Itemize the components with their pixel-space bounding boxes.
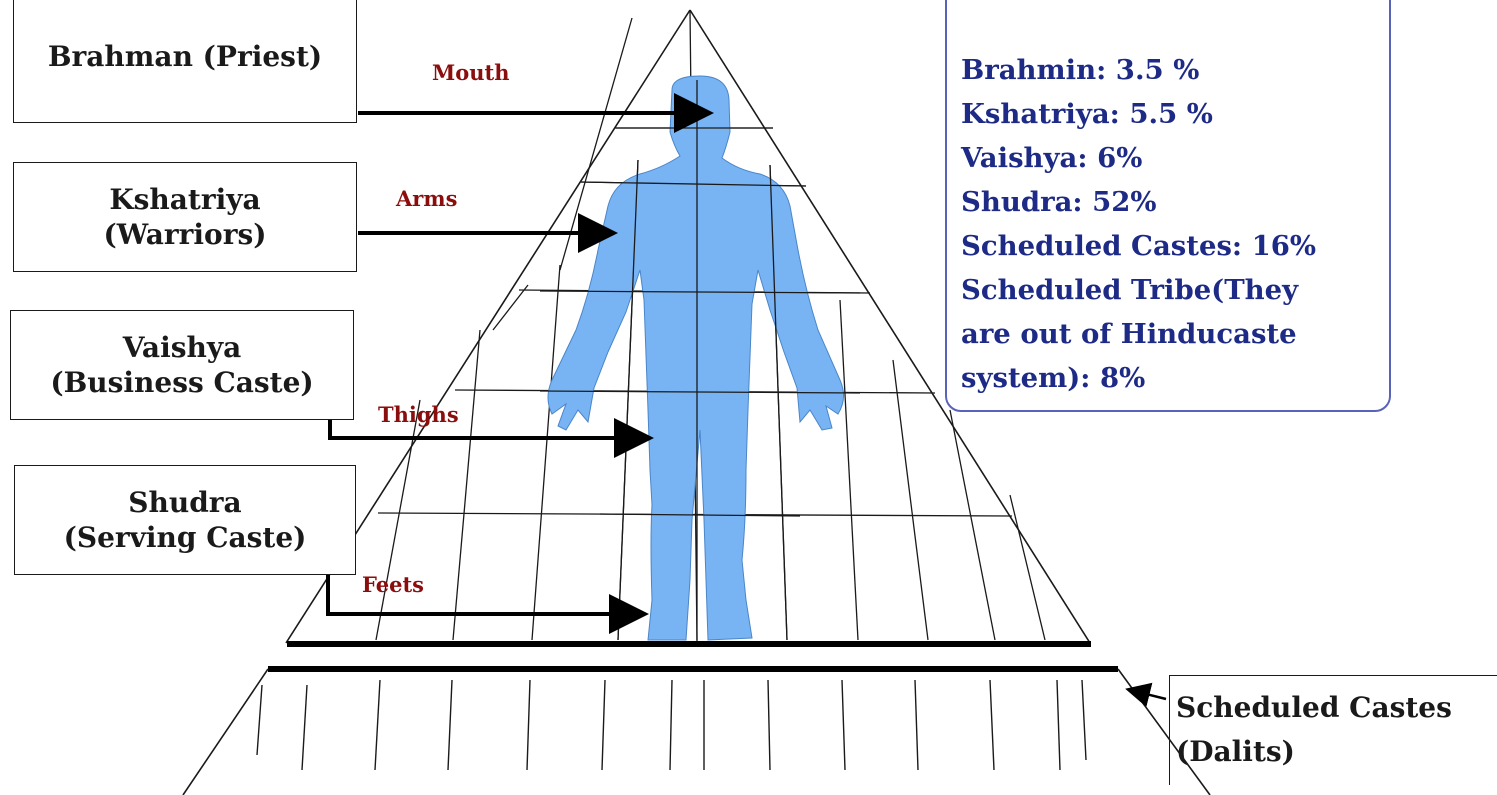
scheduled-castes-box: Scheduled Castes (Dalits) bbox=[1169, 675, 1497, 785]
feet-label: Feets bbox=[362, 572, 424, 597]
kshatriya-sublabel: (Warriors) bbox=[104, 217, 267, 252]
stat-kshatriya: Kshatriya: 5.5 % bbox=[961, 92, 1389, 136]
human-figure bbox=[540, 76, 860, 640]
vaishya-box: Vaishya (Business Caste) bbox=[10, 310, 354, 420]
kshatriya-box: Kshatriya (Warriors) bbox=[13, 162, 357, 272]
arrow-scheduled bbox=[1130, 690, 1166, 699]
thighs-label: Thighs bbox=[378, 402, 459, 427]
stat-scheduled-tribe-line2: are out of Hinducaste bbox=[961, 312, 1389, 356]
shudra-box: Shudra (Serving Caste) bbox=[14, 465, 356, 575]
stat-scheduled-castes: Scheduled Castes: 16% bbox=[961, 224, 1389, 268]
scheduled-castes-label: Scheduled Castes bbox=[1176, 686, 1497, 730]
stat-scheduled-tribe-line3: system): 8% bbox=[961, 356, 1389, 400]
shudra-sublabel: (Serving Caste) bbox=[64, 520, 307, 555]
shudra-label: Shudra bbox=[128, 485, 241, 520]
stat-shudra: Shudra: 52% bbox=[961, 180, 1389, 224]
brahman-label: Brahman (Priest) bbox=[48, 39, 322, 74]
stat-brahmin: Brahmin: 3.5 % bbox=[961, 48, 1389, 92]
population-stats-panel: Brahmin: 3.5 % Kshatriya: 5.5 % Vaishya:… bbox=[945, 0, 1391, 412]
brahman-box: Brahman (Priest) bbox=[13, 0, 357, 123]
kshatriya-label: Kshatriya bbox=[109, 182, 260, 217]
stat-scheduled-tribe-line1: Scheduled Tribe(They bbox=[961, 268, 1389, 312]
vaishya-label: Vaishya bbox=[123, 330, 241, 365]
scheduled-castes-sublabel: (Dalits) bbox=[1176, 730, 1497, 774]
pyramid-base bbox=[183, 644, 1210, 795]
stat-vaishya: Vaishya: 6% bbox=[961, 136, 1389, 180]
vaishya-sublabel: (Business Caste) bbox=[50, 365, 313, 400]
mouth-label: Mouth bbox=[432, 60, 510, 85]
arms-label: Arms bbox=[396, 186, 457, 211]
